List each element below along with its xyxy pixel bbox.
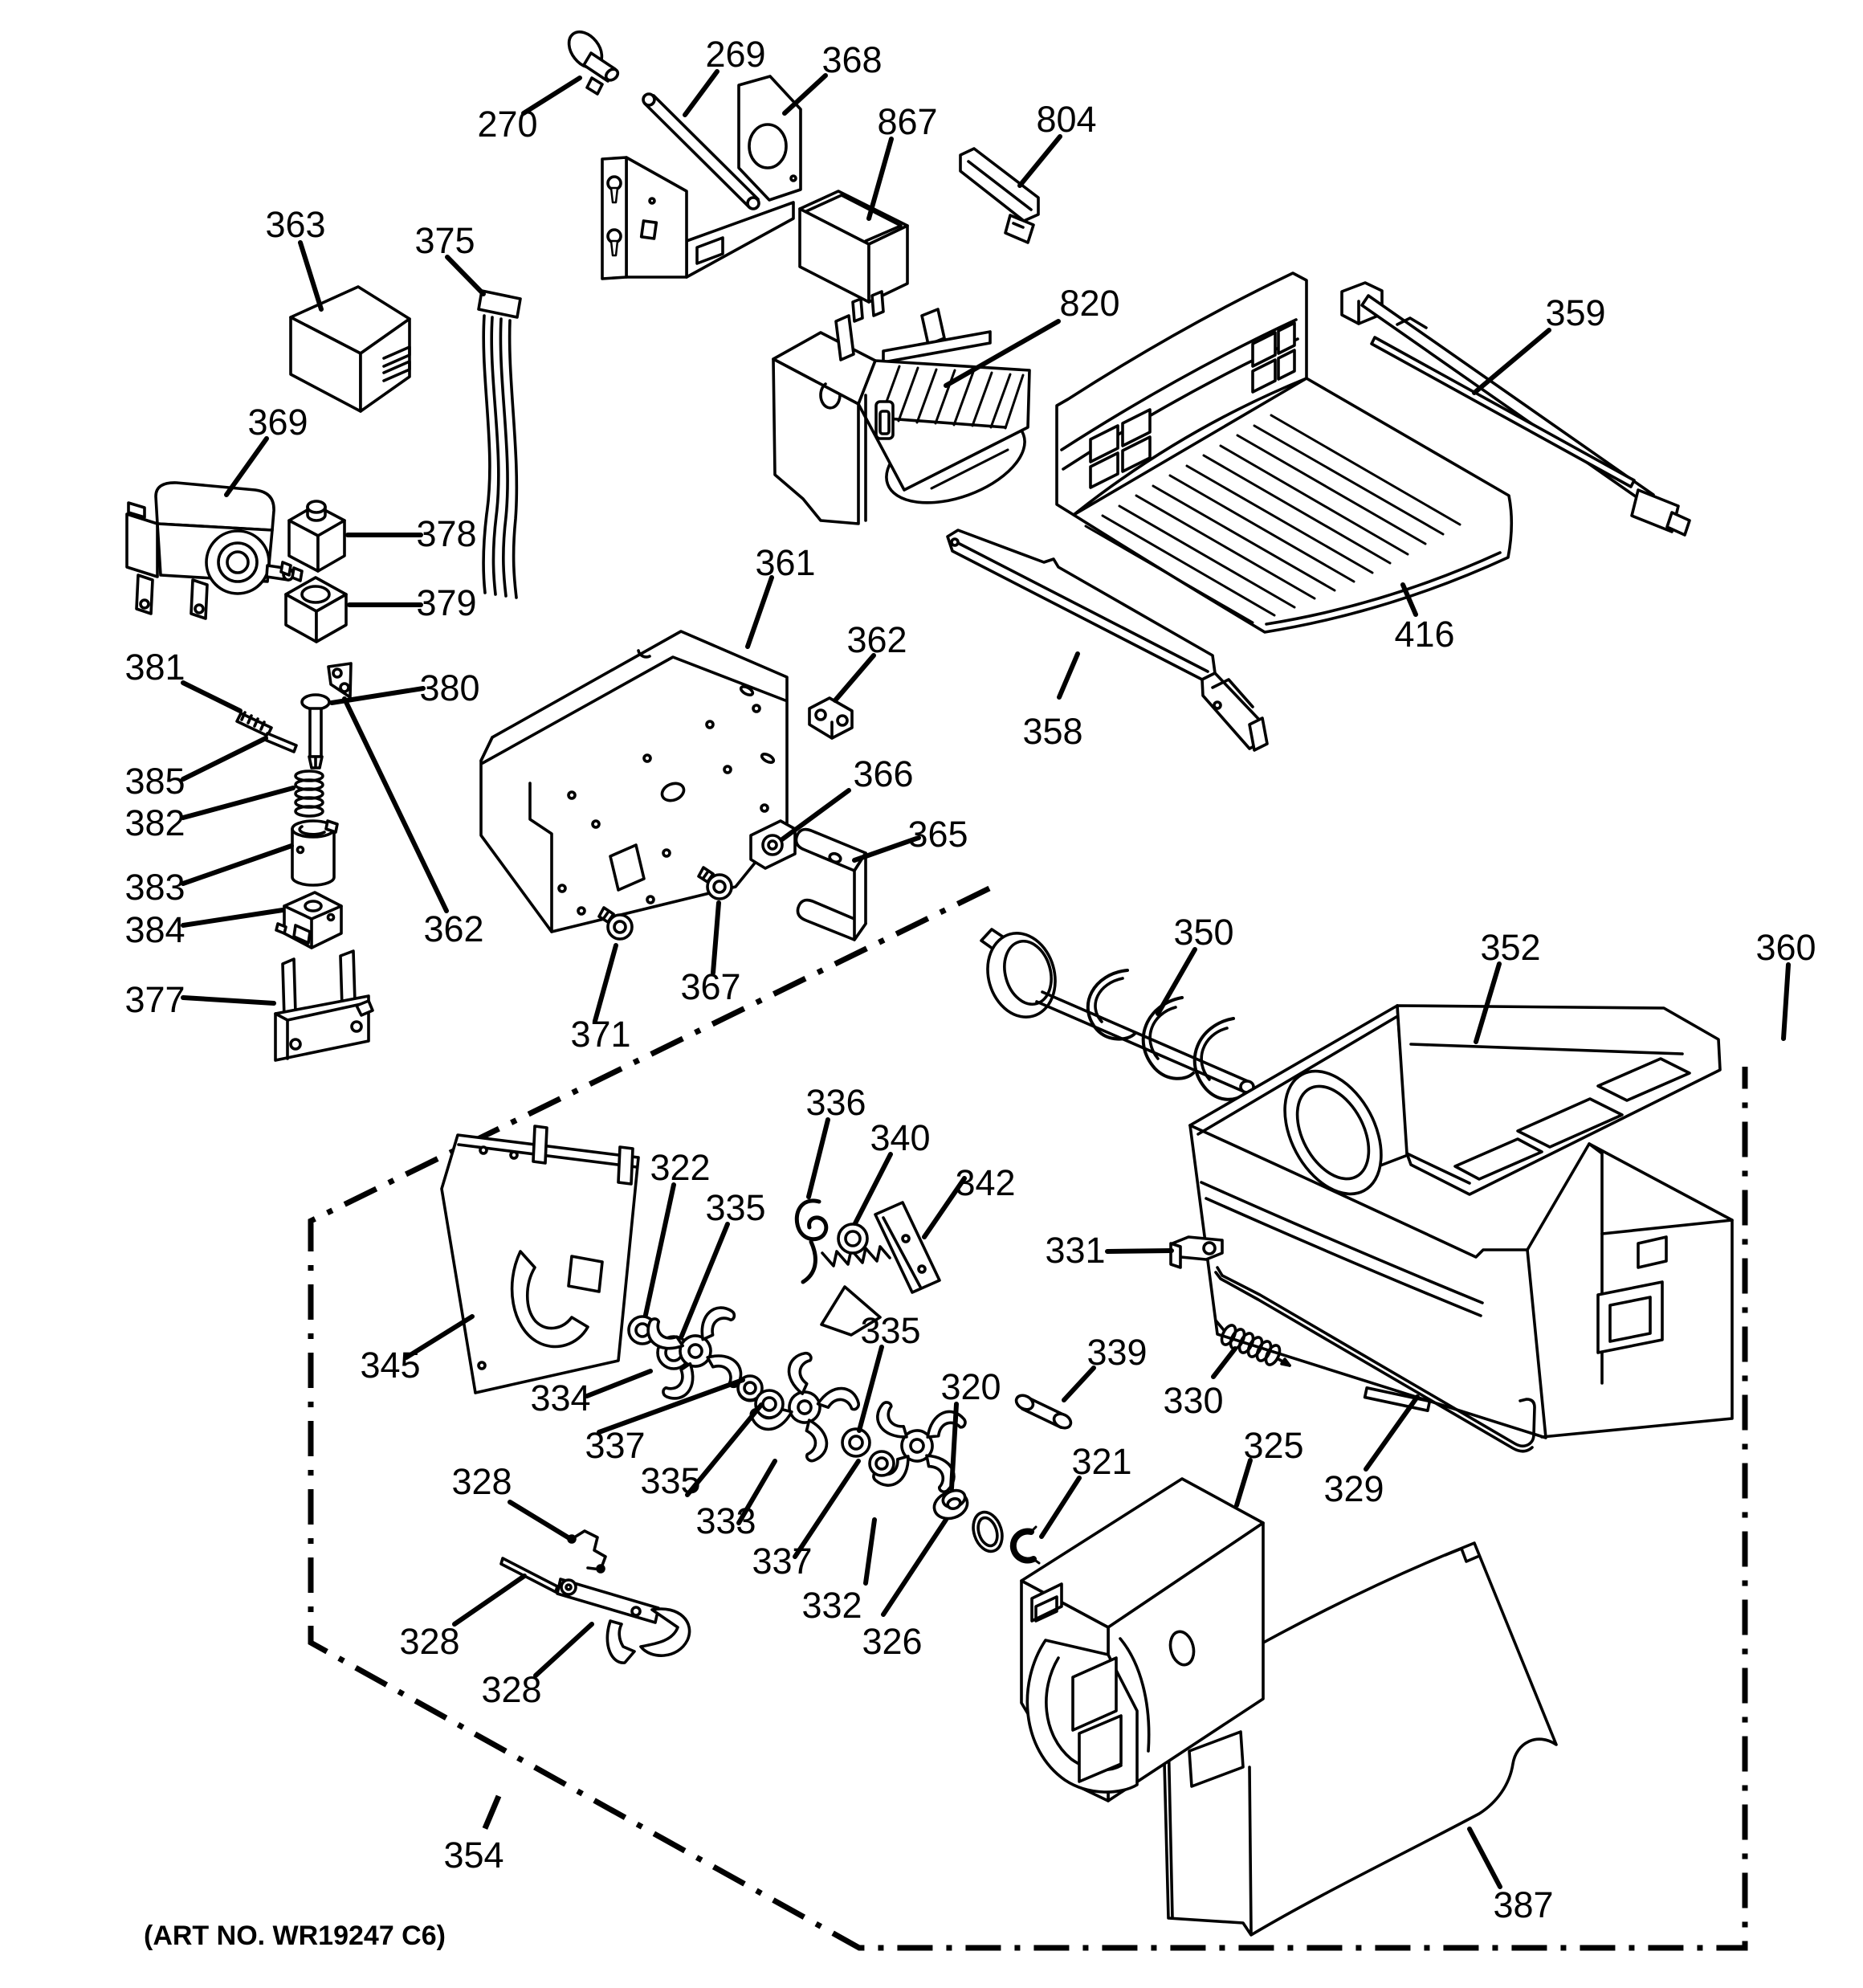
svg-text:358: 358	[1022, 711, 1082, 752]
svg-text:354: 354	[443, 1835, 503, 1876]
svg-text:326: 326	[862, 1621, 922, 1662]
svg-text:867: 867	[877, 101, 937, 142]
svg-text:380: 380	[419, 667, 479, 708]
svg-text:352: 352	[1480, 927, 1540, 968]
svg-text:384: 384	[124, 909, 185, 950]
svg-text:360: 360	[1755, 927, 1816, 968]
svg-text:334: 334	[530, 1378, 590, 1419]
svg-text:366: 366	[853, 753, 913, 794]
svg-text:339: 339	[1086, 1332, 1147, 1373]
svg-text:378: 378	[416, 513, 476, 554]
svg-text:362: 362	[846, 619, 907, 660]
svg-text:363: 363	[265, 204, 325, 245]
svg-text:385: 385	[124, 761, 185, 802]
svg-text:381: 381	[124, 647, 185, 688]
svg-text:340: 340	[870, 1117, 930, 1158]
svg-text:336: 336	[805, 1082, 866, 1123]
svg-text:328: 328	[451, 1461, 512, 1502]
svg-text:369: 369	[247, 402, 308, 443]
svg-text:375: 375	[414, 220, 475, 261]
svg-text:335: 335	[860, 1310, 920, 1351]
svg-text:270: 270	[477, 104, 537, 145]
svg-text:820: 820	[1059, 283, 1119, 324]
svg-text:383: 383	[124, 867, 185, 908]
svg-text:335: 335	[705, 1187, 765, 1228]
svg-text:321: 321	[1071, 1441, 1131, 1482]
svg-text:359: 359	[1545, 292, 1605, 333]
svg-text:(ART NO. WR19247 C6): (ART NO. WR19247 C6)	[144, 1921, 446, 1951]
svg-text:269: 269	[705, 34, 765, 75]
svg-text:330: 330	[1163, 1380, 1223, 1421]
svg-text:362: 362	[423, 908, 483, 949]
svg-text:368: 368	[821, 39, 882, 80]
svg-text:350: 350	[1173, 912, 1233, 953]
svg-text:342: 342	[955, 1162, 1015, 1203]
svg-text:328: 328	[399, 1621, 459, 1662]
svg-text:416: 416	[1394, 614, 1454, 655]
svg-text:365: 365	[907, 814, 968, 855]
svg-text:328: 328	[481, 1669, 541, 1710]
svg-text:377: 377	[124, 979, 185, 1020]
svg-text:333: 333	[695, 1500, 756, 1541]
svg-text:337: 337	[585, 1425, 645, 1466]
svg-text:331: 331	[1045, 1230, 1105, 1271]
svg-text:345: 345	[360, 1345, 420, 1386]
svg-text:332: 332	[801, 1585, 862, 1626]
svg-text:320: 320	[940, 1366, 1001, 1407]
svg-text:337: 337	[752, 1541, 812, 1582]
svg-text:387: 387	[1493, 1884, 1553, 1925]
svg-text:329: 329	[1323, 1468, 1384, 1509]
svg-text:335: 335	[640, 1460, 700, 1501]
svg-text:804: 804	[1036, 99, 1096, 140]
svg-text:322: 322	[650, 1147, 710, 1188]
svg-text:379: 379	[416, 582, 476, 623]
svg-text:382: 382	[124, 802, 185, 843]
svg-text:361: 361	[755, 542, 815, 583]
svg-text:367: 367	[680, 966, 740, 1007]
svg-text:371: 371	[570, 1014, 630, 1055]
svg-text:325: 325	[1243, 1425, 1303, 1466]
